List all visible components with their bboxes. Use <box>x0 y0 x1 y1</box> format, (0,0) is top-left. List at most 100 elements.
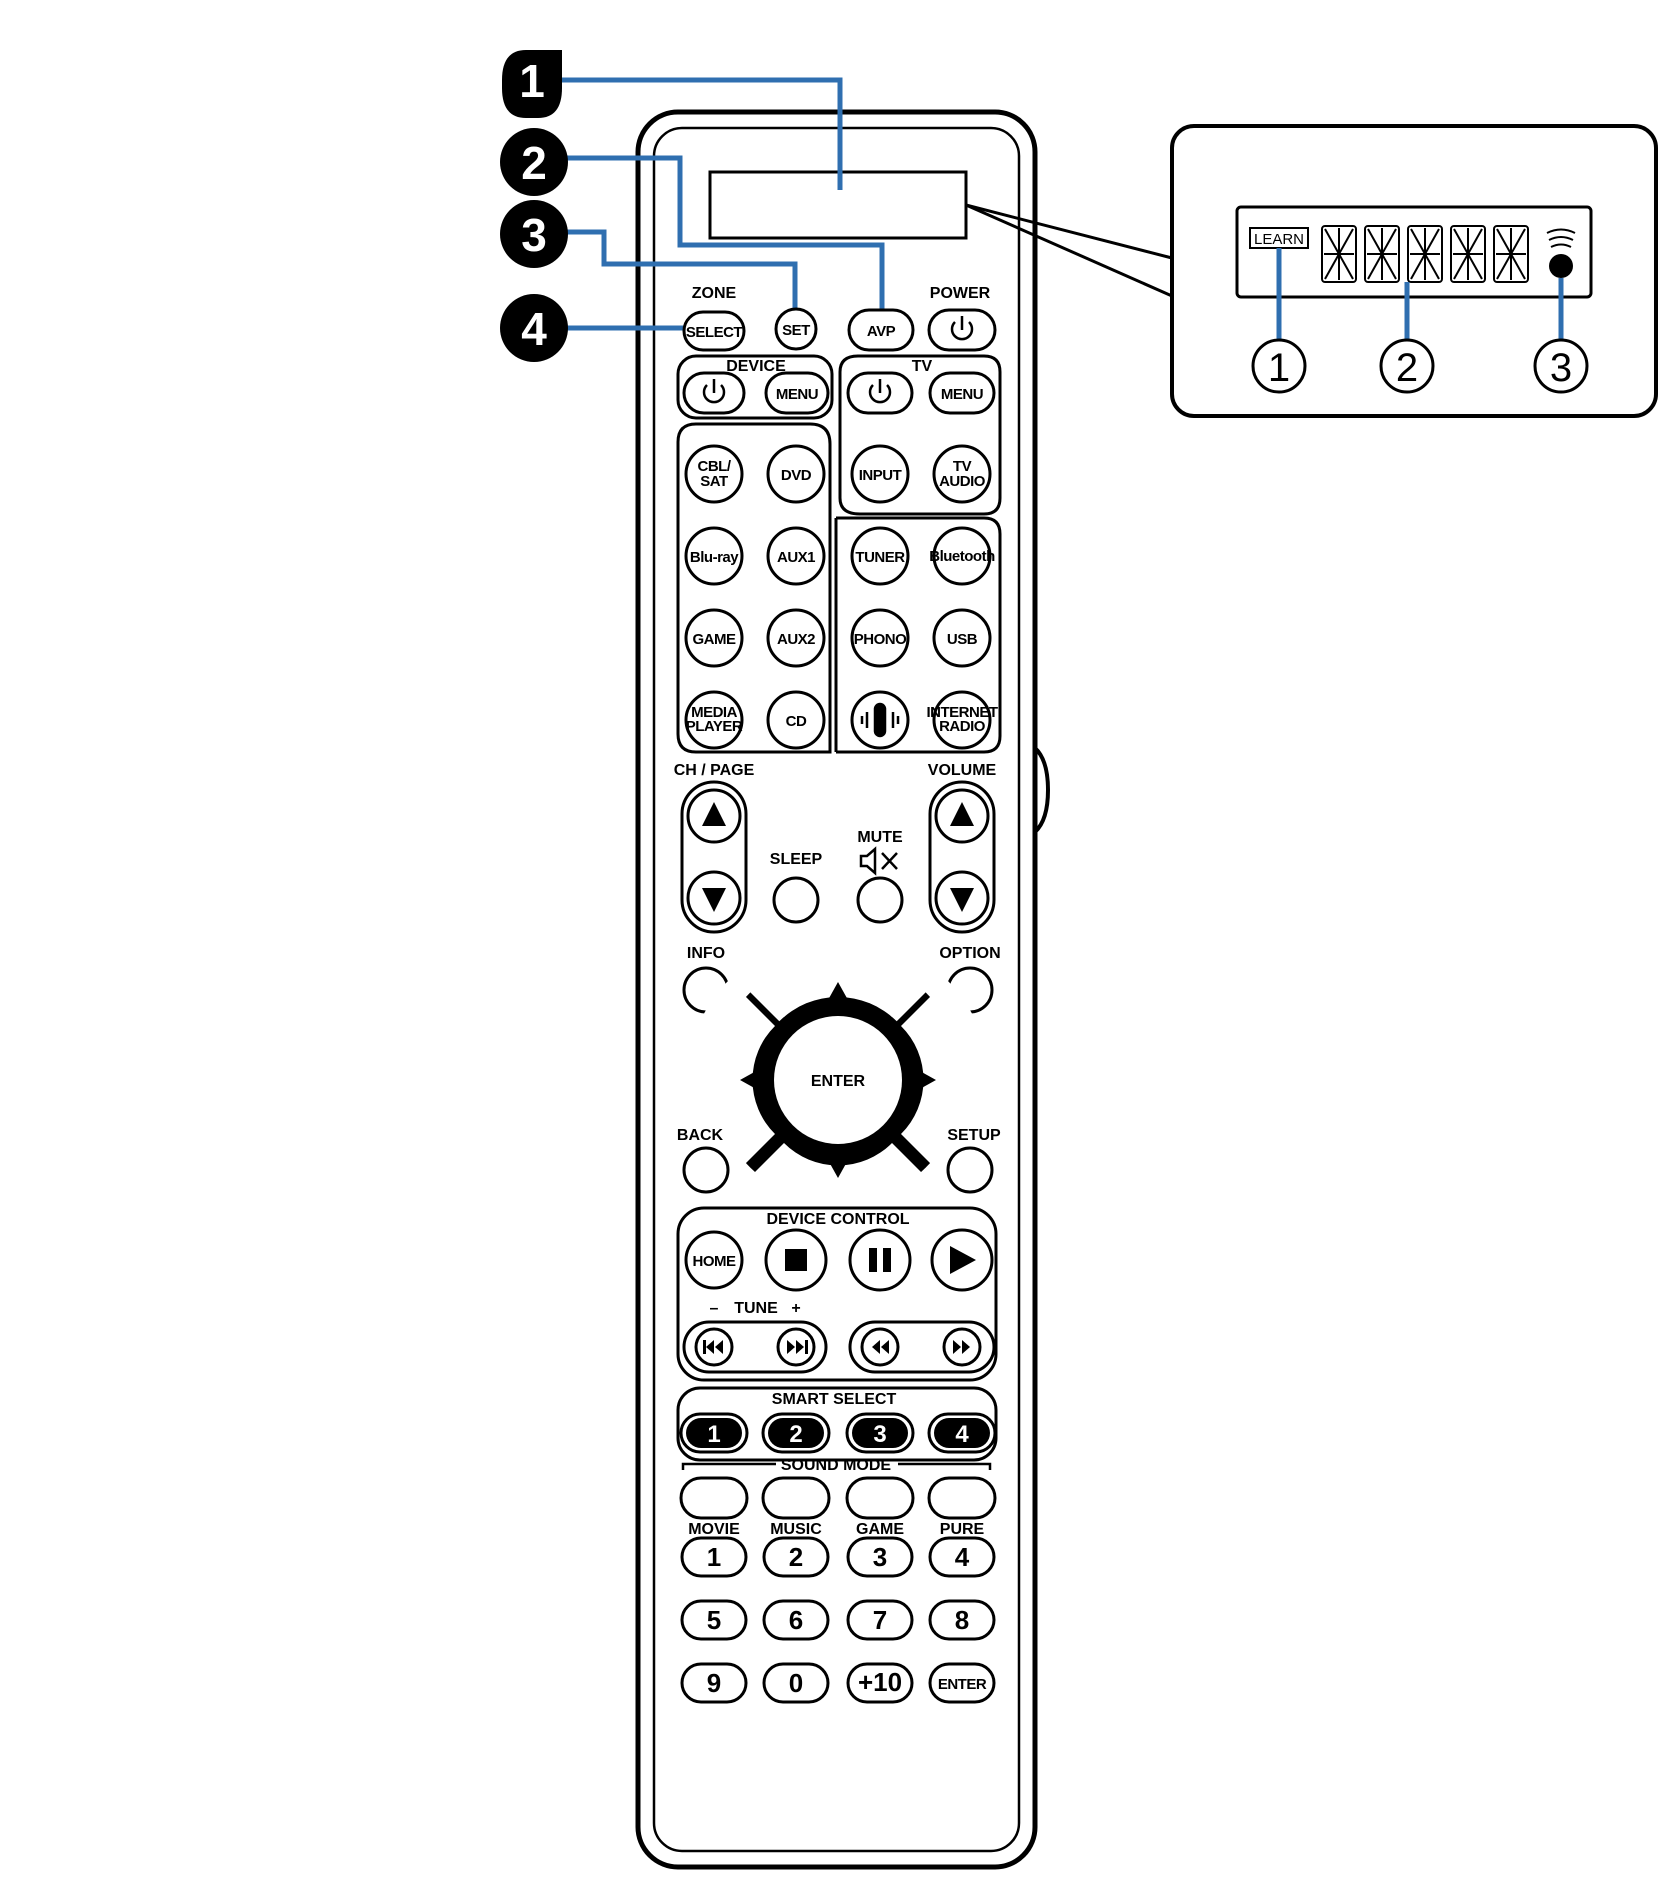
phono-button[interactable]: PHONO <box>850 608 910 668</box>
music-label: MUSIC <box>770 1521 822 1538</box>
callout-markers: 1 2 3 4 <box>500 50 568 362</box>
home-button[interactable]: HOME <box>684 1230 744 1290</box>
movie-label: MOVIE <box>688 1521 740 1538</box>
mute-icon <box>859 846 898 876</box>
cursor-right-button[interactable] <box>901 980 989 1180</box>
svg-text:AUX1: AUX1 <box>777 549 815 566</box>
game-button[interactable]: GAME <box>684 608 744 668</box>
back-button[interactable] <box>682 1146 730 1194</box>
svg-text:3: 3 <box>1550 346 1572 390</box>
cd-button[interactable]: CD <box>766 690 826 750</box>
svg-text:USB: USB <box>947 631 978 648</box>
ch-down-button[interactable] <box>686 870 742 926</box>
svg-text:SAT: SAT <box>700 473 728 490</box>
pause-button[interactable] <box>848 1228 912 1292</box>
tuner-button[interactable]: TUNER <box>850 526 910 586</box>
source-group-right <box>836 516 1002 754</box>
callout-3-marker: 3 <box>500 200 568 268</box>
numpad-0-button[interactable]: 0 <box>762 1662 830 1704</box>
smart-select-4-button[interactable]: 4 <box>927 1412 997 1454</box>
numpad-6-button[interactable]: 6 <box>762 1599 830 1641</box>
volume-down-button[interactable] <box>934 870 990 926</box>
avp-button[interactable]: AVP <box>847 308 915 352</box>
device-power-button[interactable] <box>682 371 746 415</box>
svg-text:AUX2: AUX2 <box>777 631 815 648</box>
stop-icon <box>785 1249 807 1271</box>
sleep-button[interactable] <box>772 876 820 924</box>
sound-mode-pure-button[interactable] <box>927 1476 997 1520</box>
setup-button[interactable] <box>946 1146 994 1194</box>
svg-text:4: 4 <box>521 303 547 355</box>
numpad-8-button[interactable]: 8 <box>928 1599 996 1641</box>
cursor-left-button[interactable] <box>687 980 775 1180</box>
callout-1-marker: 1 <box>502 50 562 118</box>
stop-button[interactable] <box>764 1228 828 1292</box>
tv-menu-button[interactable]: MENU <box>928 371 996 415</box>
svg-text:2: 2 <box>1396 346 1418 390</box>
tv-audio-button[interactable]: TV AUDIO <box>932 444 992 504</box>
smart-select-3-button[interactable]: 3 <box>845 1412 915 1454</box>
side-button[interactable] <box>1033 746 1051 834</box>
signal-indicator-icon <box>1546 228 1576 278</box>
bluetooth-button[interactable]: Bluetooth <box>929 526 996 586</box>
rewind-button[interactable] <box>860 1327 900 1367</box>
numpad-plus10-button[interactable]: +10 <box>846 1662 914 1704</box>
numpad-2-button[interactable]: 2 <box>762 1536 830 1578</box>
heos-icon <box>860 702 900 738</box>
numpad-enter-button[interactable]: ENTER <box>928 1662 996 1704</box>
svg-text:CD: CD <box>786 713 807 730</box>
game-label: GAME <box>856 1521 904 1538</box>
media-player-button[interactable]: MEDIA PLAYER <box>684 690 744 750</box>
cursor-up-button[interactable] <box>738 929 938 1017</box>
tv-power-button[interactable] <box>846 371 914 415</box>
tune-plus-label: + <box>791 1300 800 1317</box>
numpad-3-button[interactable]: 3 <box>846 1536 914 1578</box>
numpad-1-button[interactable]: 1 <box>680 1536 748 1578</box>
display-inset: LEARN <box>965 124 1658 418</box>
inset-marker-1 <box>1251 338 1307 394</box>
numpad-5-button[interactable]: 5 <box>680 1599 748 1641</box>
skip-forward-button[interactable] <box>776 1327 816 1367</box>
ch-up-button[interactable] <box>686 788 742 844</box>
heos-button[interactable] <box>850 690 910 750</box>
usb-button[interactable]: USB <box>932 608 992 668</box>
play-button[interactable] <box>930 1228 994 1292</box>
left-arrow-icon <box>740 1070 758 1090</box>
zone-select-button[interactable]: SELECT <box>682 310 746 352</box>
option-label: OPTION <box>939 945 1000 962</box>
dvd-button[interactable]: DVD <box>766 444 826 504</box>
mute-button[interactable] <box>856 876 904 924</box>
numpad-4-button[interactable]: 4 <box>928 1536 996 1578</box>
svg-text:MEDIA: MEDIA <box>691 704 738 721</box>
smart-select-2-button[interactable]: 2 <box>761 1412 831 1454</box>
aux2-button[interactable]: AUX2 <box>766 608 826 668</box>
numpad-9-button[interactable]: 9 <box>680 1662 748 1704</box>
aux1-button[interactable]: AUX1 <box>766 526 826 586</box>
svg-text:7: 7 <box>873 1605 887 1635</box>
sound-mode-bracket <box>681 1462 992 1470</box>
smart-select-1-button[interactable]: 1 <box>679 1412 749 1454</box>
down-arrow-icon <box>950 888 974 912</box>
svg-text:RADIO: RADIO <box>939 718 986 735</box>
cbl-sat-button[interactable]: CBL/ SAT <box>684 444 744 504</box>
device-menu-button[interactable]: MENU <box>764 371 830 415</box>
power-button[interactable] <box>927 308 997 352</box>
internet-radio-button[interactable]: INTERNET RADIO <box>927 690 998 750</box>
sound-mode-game-button[interactable] <box>845 1476 915 1520</box>
svg-text:MENU: MENU <box>776 386 818 403</box>
sound-mode-music-button[interactable] <box>761 1476 831 1520</box>
volume-label: VOLUME <box>928 762 997 779</box>
fast-forward-button[interactable] <box>942 1327 982 1367</box>
sound-mode-movie-button[interactable] <box>679 1476 749 1520</box>
skip-back-button[interactable] <box>694 1327 734 1367</box>
device-label: DEVICE <box>726 358 786 375</box>
set-button[interactable]: SET <box>774 307 818 351</box>
bluray-button[interactable]: Blu-ray <box>684 526 744 586</box>
svg-text:ENTER: ENTER <box>811 1073 866 1090</box>
numpad-7-button[interactable]: 7 <box>846 1599 914 1641</box>
svg-text:SET: SET <box>782 322 810 339</box>
volume-up-button[interactable] <box>934 788 990 844</box>
down-arrow-icon <box>828 1160 848 1178</box>
tv-input-button[interactable]: INPUT <box>850 444 910 504</box>
enter-button[interactable]: ENTER <box>774 1016 902 1144</box>
